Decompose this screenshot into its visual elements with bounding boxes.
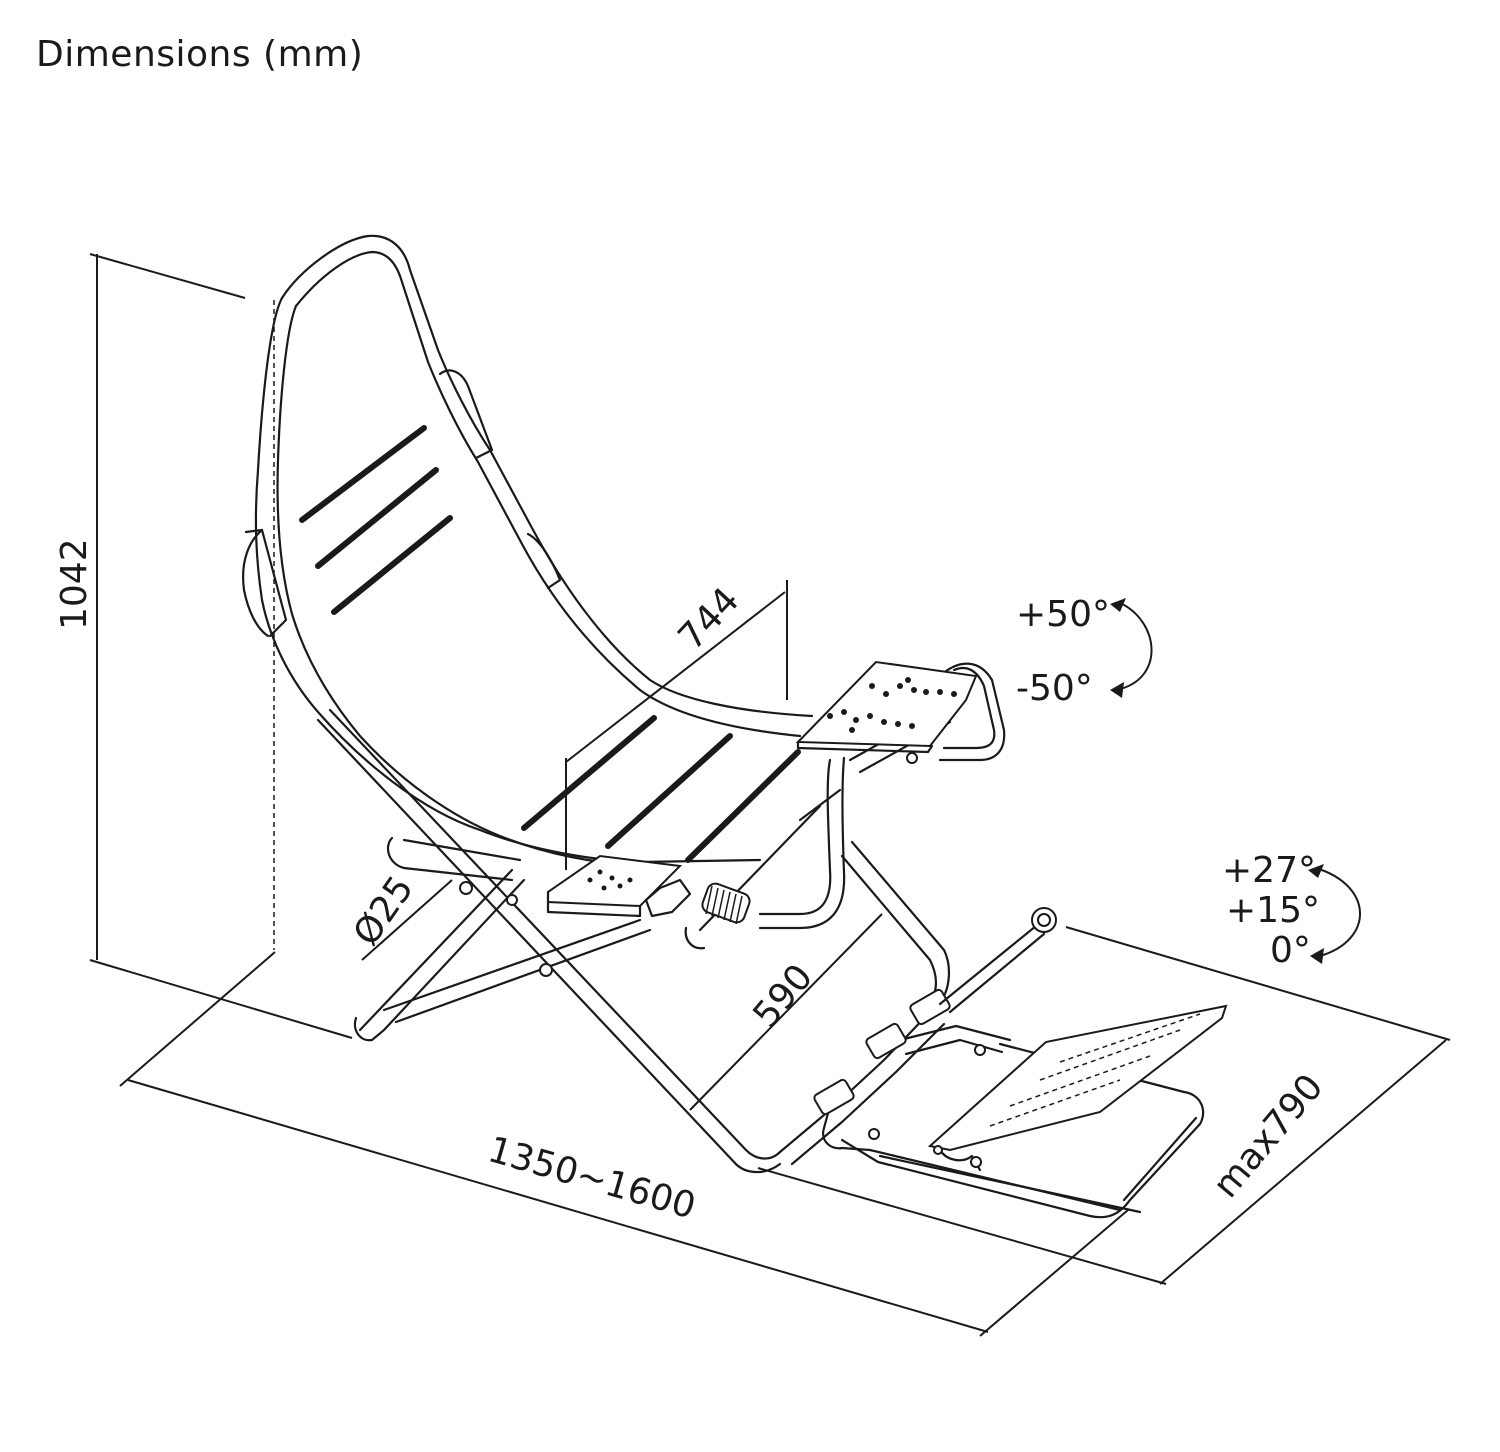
seat-shell <box>242 234 814 868</box>
tube-diameter-label: Ø25 <box>346 869 422 953</box>
seat-to-pedal-dimension: 590 <box>689 913 883 1111</box>
height-dimension: 1042 <box>54 253 353 1039</box>
pedal-angle-b-label: +15° <box>1226 890 1320 931</box>
height-label: 1042 <box>54 538 95 630</box>
seat-width-dimension: 744 <box>565 580 788 870</box>
pedal-angle-indicator: +27° +15° 0° <box>1222 850 1361 971</box>
shifter-mount <box>546 854 751 925</box>
seat-width-label: 744 <box>671 580 748 658</box>
wheel-tilt-up-label: +50° <box>1016 594 1110 635</box>
pedal-width-label: max790 <box>1205 1067 1331 1206</box>
length-label: 1350~1600 <box>484 1129 700 1227</box>
wheel-tilt-indicator: +50° -50° <box>1016 594 1153 709</box>
wheel-mount-plate <box>795 660 978 764</box>
wheel-tilt-down-label: -50° <box>1016 668 1093 709</box>
pedal-angle-c-label: 0° <box>1270 930 1311 971</box>
tube-diameter-dimension: Ø25 <box>346 869 453 961</box>
diagram-title: Dimensions (mm) <box>36 34 364 75</box>
pedal-angle-a-label: +27° <box>1222 850 1316 891</box>
pedal-frame <box>778 907 1228 1219</box>
seat-to-pedal-label: 590 <box>745 957 821 1036</box>
